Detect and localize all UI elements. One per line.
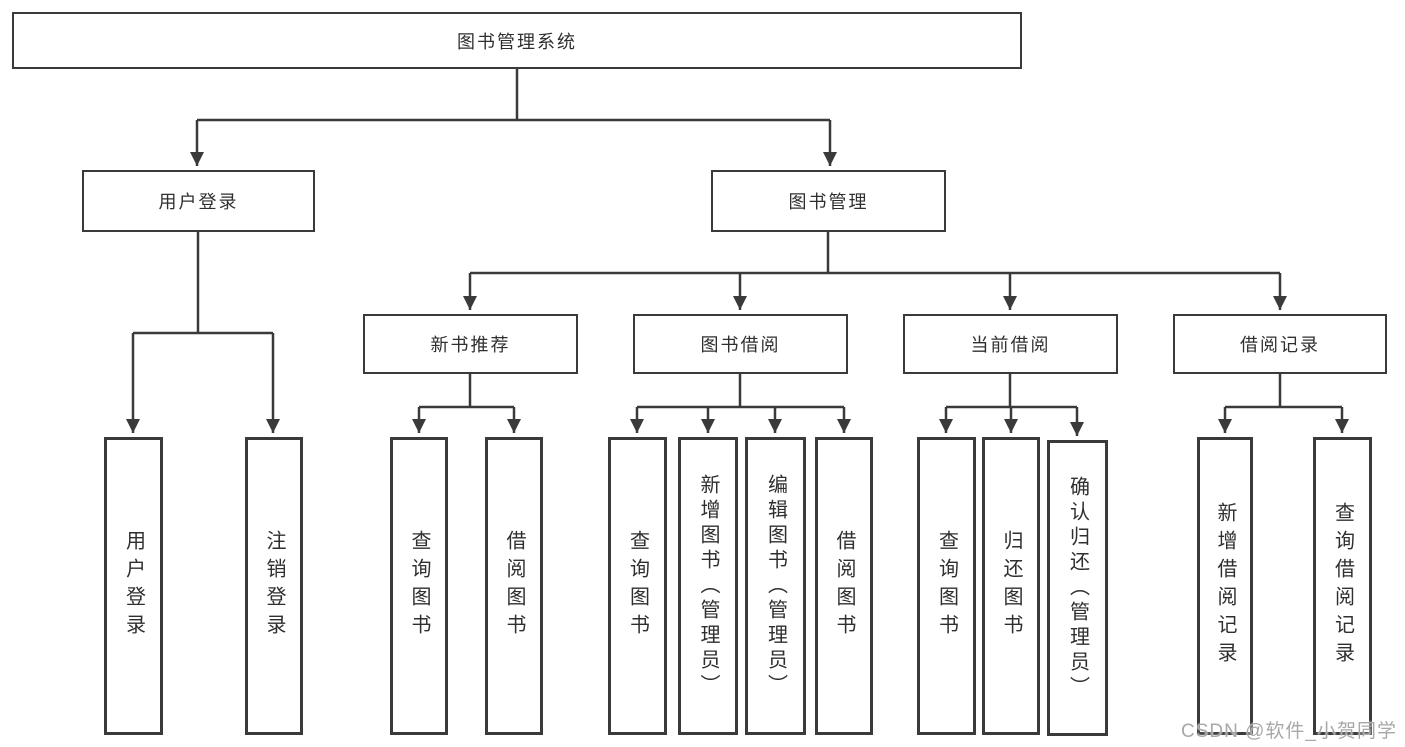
leaf-query-books-borrowing: 查询图书 <box>608 437 667 735</box>
node-book-borrowing: 图书借阅 <box>633 314 848 374</box>
node-user-login-module: 用户登录 <box>82 170 315 232</box>
leaf-logout: 注销登录 <box>245 437 303 735</box>
leaf-edit-books-admin: 编辑图书（管理员） <box>745 437 806 735</box>
node-library-management-system: 图书管理系统 <box>12 12 1022 69</box>
leaf-query-books-recommend: 查询图书 <box>390 437 448 735</box>
leaf-query-books-current: 查询图书 <box>917 437 976 735</box>
node-new-book-recommendation: 新书推荐 <box>363 314 578 374</box>
leaf-add-borrow-record: 新增借阅记录 <box>1197 437 1253 735</box>
leaf-confirm-return-admin: 确认归还（管理员） <box>1047 440 1108 736</box>
leaf-return-books: 归还图书 <box>982 437 1040 735</box>
leaf-borrow-books-recommend: 借阅图书 <box>485 437 543 735</box>
leaf-borrow-books: 借阅图书 <box>815 437 873 735</box>
leaf-user-login: 用户登录 <box>104 437 163 735</box>
node-borrowing-records: 借阅记录 <box>1173 314 1387 374</box>
csdn-watermark: CSDN @软件_小贺同学 <box>1181 721 1397 742</box>
leaf-query-borrow-record: 查询借阅记录 <box>1313 437 1372 735</box>
leaf-add-books-admin: 新增图书（管理员） <box>678 437 738 735</box>
node-book-management-module: 图书管理 <box>711 170 946 232</box>
node-current-borrowing: 当前借阅 <box>903 314 1118 374</box>
